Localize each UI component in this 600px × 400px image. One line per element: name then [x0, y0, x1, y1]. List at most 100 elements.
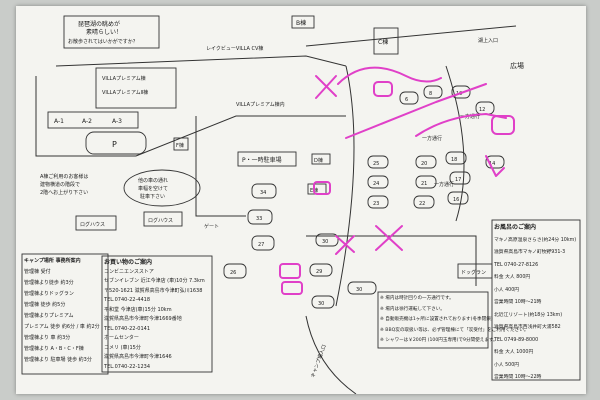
- a-unit-1: A-1: [54, 118, 64, 125]
- shopping-line: 平和堂 今津店(車)15分 10km: [104, 306, 172, 313]
- car-note-line3: 2階へお上がり下さい: [40, 189, 88, 196]
- reception-row: 管理棟 徒歩 約5分: [24, 302, 66, 308]
- road-top: [305, 25, 517, 47]
- reception-title: キャンプ場所 事務所案内: [24, 258, 81, 264]
- hotspring-line: TEL 0740-27-8126: [494, 262, 539, 268]
- lakeview-villa-label: レイクビューVILLA CV棟: [206, 45, 263, 52]
- notice-line: ※ 場内は時計回りの一方通行です。: [380, 296, 454, 301]
- site-box: [413, 195, 435, 209]
- shopping-line: コンビニエンスストア: [104, 268, 154, 275]
- a-unit-3: A-3: [112, 118, 122, 125]
- site-label: 30: [356, 287, 362, 293]
- site-box: [367, 175, 389, 189]
- entrance-road-label: キャンプ場入口: [309, 344, 328, 379]
- site-box: [347, 281, 377, 295]
- marker-cross: [315, 75, 337, 99]
- site-box: [315, 233, 339, 247]
- shopping-line: 滋賀県高島市今津町今津1669番地: [104, 316, 182, 322]
- marker-cross: [375, 225, 403, 251]
- hotspring-line: 滋賀県高島市マキノ町牧野931-3: [494, 250, 566, 255]
- marker-box: [313, 181, 331, 195]
- shopping-line: セブンイレブン 近江今津店 (車)10分 7.3km: [104, 278, 205, 284]
- shopping-title: お買い物のご案内: [104, 259, 153, 266]
- hotspring-box: [491, 219, 581, 381]
- shopping-panel: お買い物のご案内 コンビニエンスストア セブンイレブン 近江今津店 (車)10分…: [104, 258, 210, 372]
- site-label: 23: [373, 201, 379, 207]
- reception-row: 管理棟より徒歩 約3分: [24, 280, 74, 286]
- camp-sites: 34 33 27 26 30 29 30 30 20 21 22 18 17 1…: [223, 85, 505, 309]
- f-wing-label: F棟: [176, 142, 184, 149]
- site-label: 24: [373, 181, 379, 187]
- site-label: 8: [429, 91, 432, 97]
- f-wing-box: [173, 137, 189, 151]
- site-box: [251, 235, 275, 251]
- road-west: [35, 76, 346, 157]
- d-wing-label: D棟: [314, 157, 323, 164]
- site-label: 25: [373, 161, 379, 167]
- b-wing-box: [291, 15, 315, 29]
- nature-note-line1: 他の車の通れ: [138, 177, 168, 184]
- site-label: 16: [453, 197, 459, 203]
- shopping-line: ホームセンター: [104, 335, 139, 341]
- marker-annotations: [279, 66, 515, 295]
- site-label: 12: [479, 107, 485, 113]
- plaza-label: 広場: [510, 61, 524, 70]
- hotspring-panel: お風呂のご案内 マキノ高原温泉さらさ(約24分 10km) 滋賀県高島市マキノ町…: [494, 222, 578, 385]
- marker-route: [345, 83, 487, 139]
- road-north: [55, 55, 347, 67]
- nature-note-line2: 車幅を空けて: [138, 185, 168, 192]
- site-box: [445, 151, 467, 165]
- site-label: 18: [451, 157, 457, 163]
- car-note-line2: 建物横道の階段で: [40, 181, 80, 188]
- site-box: [367, 195, 389, 209]
- hotspring-line: TEL 0749-89-8000: [494, 337, 539, 343]
- notice-line: ※ シャワーは￥200円 (100円玉専用)で9分間使えます。: [380, 338, 498, 343]
- site-box: [247, 209, 273, 225]
- welcome-note-box: [63, 15, 160, 49]
- reception-row: 管理棟よりドッグラン: [24, 291, 74, 297]
- reception-row: 管理棟より 駐車場 徒歩 約3分: [24, 357, 92, 363]
- site-label: 22: [419, 201, 425, 207]
- notice-line: ※ BBQ炭の取扱い等は、必ず管理棟にて「炭受付」をご利用ください。: [380, 327, 529, 333]
- site-label: 30: [322, 239, 328, 245]
- a-unit-2: A-2: [82, 118, 92, 125]
- hotspring-line: 営業時間 10時〜21時: [494, 300, 542, 305]
- site-box: [311, 295, 335, 309]
- hotspring-line: 北近江リゾート(約18分 13km): [494, 312, 563, 318]
- b-wing-label: B棟: [296, 19, 306, 27]
- parking-main: [85, 131, 147, 155]
- site-box: [251, 183, 277, 199]
- marker-stroke: [415, 113, 507, 137]
- nature-note-ellipse: [123, 169, 201, 207]
- site-box: [447, 191, 469, 205]
- a-units-building: [47, 111, 139, 129]
- hotspring-title: お風呂のご案内: [494, 224, 537, 231]
- camp-map-sheet: 琵琶湖の眺めが 素晴らしい！ お散歩されてはいかがですか？ VILLAプレミアム…: [16, 6, 586, 394]
- marker-box: [373, 81, 393, 97]
- hotspring-line: 営業時間 10時〜22時: [494, 375, 542, 380]
- notices-panel: ※ 場内は時計回りの一方通行です。 ※ 場内は徐行運転して下さい。 ※ 自動販売…: [380, 294, 529, 347]
- hotspring-line: 小人 500円: [494, 362, 520, 368]
- site-box: [309, 263, 333, 277]
- shopping-line: 〒520-1621 滋賀県高島市今津町弘川1638: [104, 287, 203, 294]
- site-label: 27: [258, 242, 264, 248]
- welcome-note-line1: 琵琶湖の眺めが: [78, 20, 120, 28]
- site-box: [485, 155, 505, 169]
- site-box: [449, 171, 471, 185]
- dog-run-label: ドッグラン: [461, 269, 486, 276]
- site-box: [367, 155, 389, 169]
- reception-panel: キャンプ場所 事務所案内 管理棟 受付 管理棟より徒歩 約3分 管理棟よりドッグ…: [24, 256, 106, 366]
- parking-short-label: P・一時駐車場: [242, 156, 282, 164]
- log-house-2-label: ログハウス: [148, 217, 173, 224]
- notices-box: [377, 291, 489, 349]
- marker-stroke: [485, 155, 505, 177]
- marker-box: [279, 263, 301, 279]
- road-south: [306, 235, 477, 286]
- site-label: 26: [230, 270, 236, 276]
- reception-row: 管理棟 受付: [24, 269, 51, 275]
- log-house-1: [75, 215, 117, 231]
- marker-cross: [335, 235, 355, 255]
- hotspring-line: 料金 大人 800円: [494, 275, 531, 280]
- site-label: 29: [316, 269, 322, 275]
- gate-label: ゲート: [204, 223, 219, 230]
